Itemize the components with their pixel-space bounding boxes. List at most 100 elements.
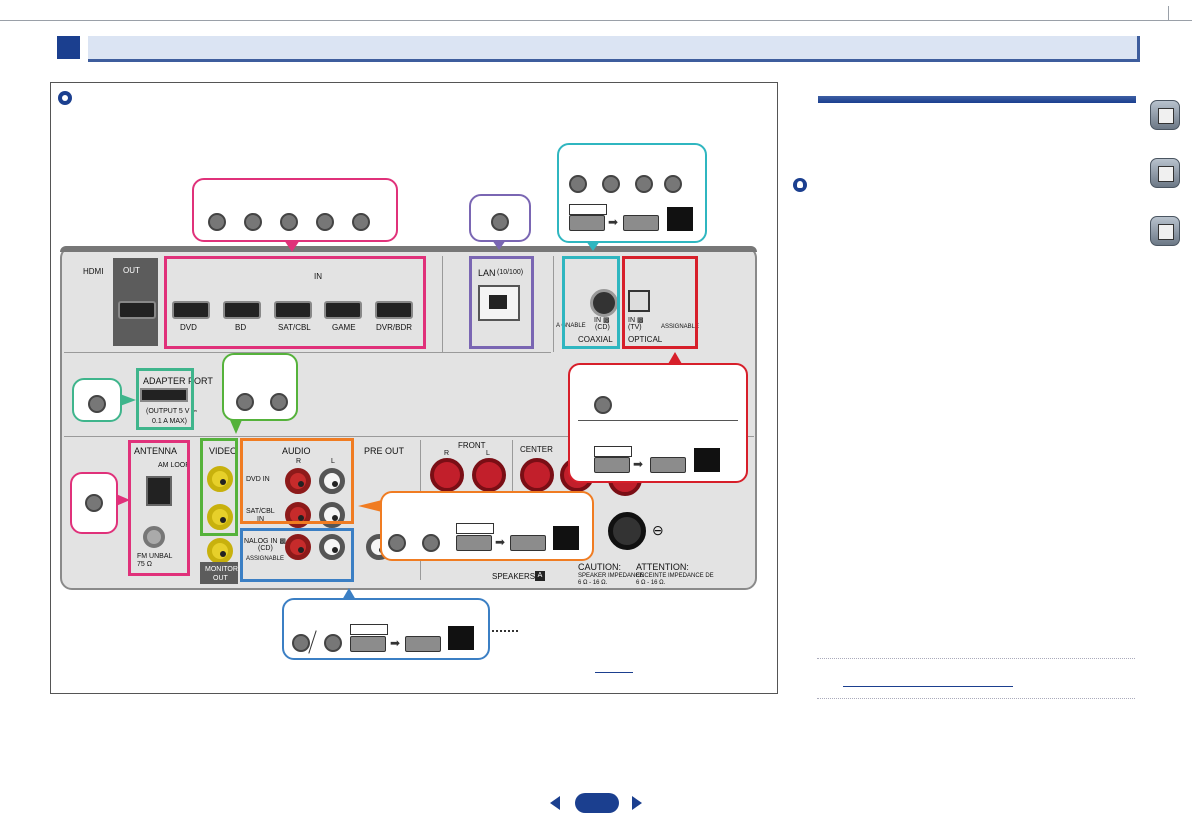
audio-jack-white — [319, 468, 345, 494]
step-number-icon — [292, 634, 310, 652]
optical-in-label: IN ▩ — [628, 317, 644, 324]
speaker-terminal — [520, 458, 554, 492]
optical-sub: (TV) — [628, 324, 642, 331]
attention-text: ENCEINTE IMPEDANCE DE — [636, 573, 714, 579]
panel-divider — [64, 352, 551, 353]
callout-pointer — [358, 500, 382, 512]
selector-label-box — [350, 624, 388, 635]
chapter-marker — [57, 36, 80, 59]
caution-text: 6 Ω - 16 Ω. — [578, 580, 608, 586]
adapter-spec: (OUTPUT 5 V ⎓ — [146, 408, 197, 415]
optical-highlight — [622, 256, 698, 349]
hdmi-in-port — [223, 301, 261, 319]
step-number-icon — [88, 395, 106, 413]
am-loop-label: AM LOOP — [158, 462, 190, 469]
dvd-in-label: DVD IN — [246, 476, 270, 483]
hdmi-input-label: SAT/CBL — [278, 323, 311, 332]
arrow-right-icon: ➡ — [495, 535, 506, 549]
antenna-highlight — [128, 440, 190, 576]
hdmi-out-label: OUT — [123, 266, 140, 275]
fm-impedance: 75 Ω — [137, 561, 152, 568]
step-number-icon — [664, 175, 682, 193]
fm-label: FM UNBAL — [137, 553, 173, 560]
step-number-icon — [280, 213, 298, 231]
adapter-port-highlight — [136, 368, 194, 430]
prev-page-icon[interactable] — [550, 796, 560, 810]
monitor-label: OUT — [213, 575, 228, 582]
figure-reference-link[interactable] — [595, 672, 633, 673]
step-number-icon — [352, 213, 370, 231]
audio-l-label: L — [331, 458, 335, 465]
hdmi-label: HDMI — [83, 267, 104, 276]
next-page-icon[interactable] — [632, 796, 642, 810]
speaker-terminal — [430, 458, 464, 492]
hdmi-out-port — [118, 301, 156, 319]
minus-symbol: ⊖ — [652, 522, 664, 538]
coaxial-label: COAXIAL — [578, 335, 613, 344]
video-jack — [207, 504, 233, 530]
manual-book-icon[interactable] — [1150, 100, 1180, 130]
speakers-a-badge: A — [535, 571, 545, 581]
hdmi-input-label: DVD — [180, 323, 197, 332]
step-number-icon — [491, 213, 509, 231]
panel-divider — [442, 256, 443, 352]
selector-button — [350, 636, 386, 652]
page-number-badge[interactable] — [575, 793, 619, 813]
am-loop-terminal — [146, 476, 172, 506]
callout-pointer — [668, 352, 682, 364]
display-box — [448, 626, 474, 650]
step-number-icon — [635, 175, 653, 193]
callout-pointer — [116, 494, 130, 506]
selector-label-box — [456, 523, 494, 534]
hdmi-input-label: GAME — [332, 323, 356, 332]
selector-button — [650, 457, 686, 473]
analog-in-sub: (CD) — [258, 545, 273, 552]
lan-sub: (10/100) — [497, 269, 524, 276]
tip-bulb-icon — [58, 91, 72, 105]
hdmi-in-highlight — [164, 256, 426, 349]
remote-control-icon[interactable] — [1150, 158, 1180, 188]
fm-antenna-jack — [143, 526, 165, 548]
help-faq-icon[interactable] — [1150, 216, 1180, 246]
audio-label: AUDIO — [282, 446, 311, 456]
video-callout — [222, 353, 298, 421]
panel-divider — [553, 256, 554, 352]
step-number-icon — [602, 175, 620, 193]
step-number-icon — [236, 393, 254, 411]
attention-title: ATTENTION: — [636, 562, 689, 572]
front-label: FRONT — [458, 441, 486, 450]
lan-label: LAN — [478, 268, 496, 278]
analog-in-label: NALOG IN ▩ — [244, 538, 287, 545]
video-jack — [207, 466, 233, 492]
selector-button — [594, 457, 630, 473]
step-number-icon — [594, 396, 612, 414]
step-number-icon — [85, 494, 103, 512]
audio-jack-red — [285, 468, 311, 494]
panel-divider — [512, 440, 513, 492]
step-number-icon — [324, 634, 342, 652]
usb-port — [140, 388, 188, 402]
optical-assign-label: ASSIGNABLE — [661, 324, 700, 330]
speaker-terminal — [472, 458, 506, 492]
analog-in-highlight — [240, 528, 354, 582]
arrow-right-icon: ➡ — [390, 636, 401, 650]
audio-highlight — [240, 438, 354, 524]
hdmi-in-label: IN — [314, 272, 322, 281]
display-box — [667, 207, 693, 231]
panel-top-edge — [60, 246, 757, 252]
lan-port — [478, 285, 520, 321]
reference-link[interactable] — [843, 686, 1013, 687]
audio-jack-red — [285, 534, 311, 560]
front-l-label: L — [486, 450, 490, 457]
pre-out-label: PRE OUT — [364, 446, 405, 456]
hdmi-in-port — [172, 301, 210, 319]
callout-pointer — [492, 240, 506, 250]
arrow-right-icon: ➡ — [633, 457, 644, 471]
step-number-icon — [422, 534, 440, 552]
coaxial-assign-label: A GNABLE — [556, 323, 586, 329]
sat-cbl-label: IN — [257, 516, 264, 523]
selector-button — [623, 215, 659, 231]
dotted-connector — [492, 630, 518, 632]
video-highlight — [200, 438, 238, 536]
coaxial-in-label: IN ▩ — [594, 317, 610, 324]
